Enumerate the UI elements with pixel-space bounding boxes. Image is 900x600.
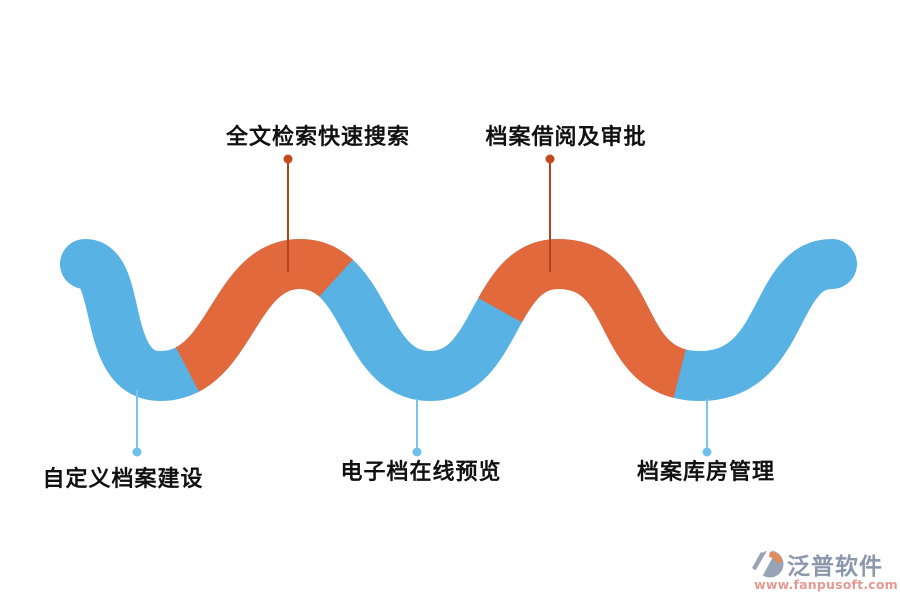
step-label-borrow-approval: 档案借阅及审批 — [485, 125, 647, 150]
brand-logo-icon — [752, 549, 784, 578]
step-label-online-preview: 电子档在线预览 — [340, 460, 502, 485]
brand-watermark: 泛普软件 www.fanpusoft.com — [752, 547, 900, 592]
brand-url: www.fanpusoft.com — [754, 577, 898, 592]
step-label-fulltext-search: 全文检索快速搜索 — [225, 125, 411, 150]
step-label-custom-archive: 自定义档案建设 — [42, 467, 204, 492]
connector-dot-online-preview — [412, 447, 422, 457]
brand-name: 泛普软件 — [787, 554, 883, 580]
connector-dot-warehouse-management — [702, 447, 712, 457]
brand-icon-crescent — [769, 551, 783, 564]
step-label-warehouse-management: 档案库房管理 — [636, 460, 776, 485]
connector-dot-borrow-approval — [545, 154, 555, 164]
process-wave-base — [60, 238, 857, 402]
connector-dot-custom-archive — [132, 447, 142, 457]
connector-dot-fulltext-search — [283, 154, 293, 164]
